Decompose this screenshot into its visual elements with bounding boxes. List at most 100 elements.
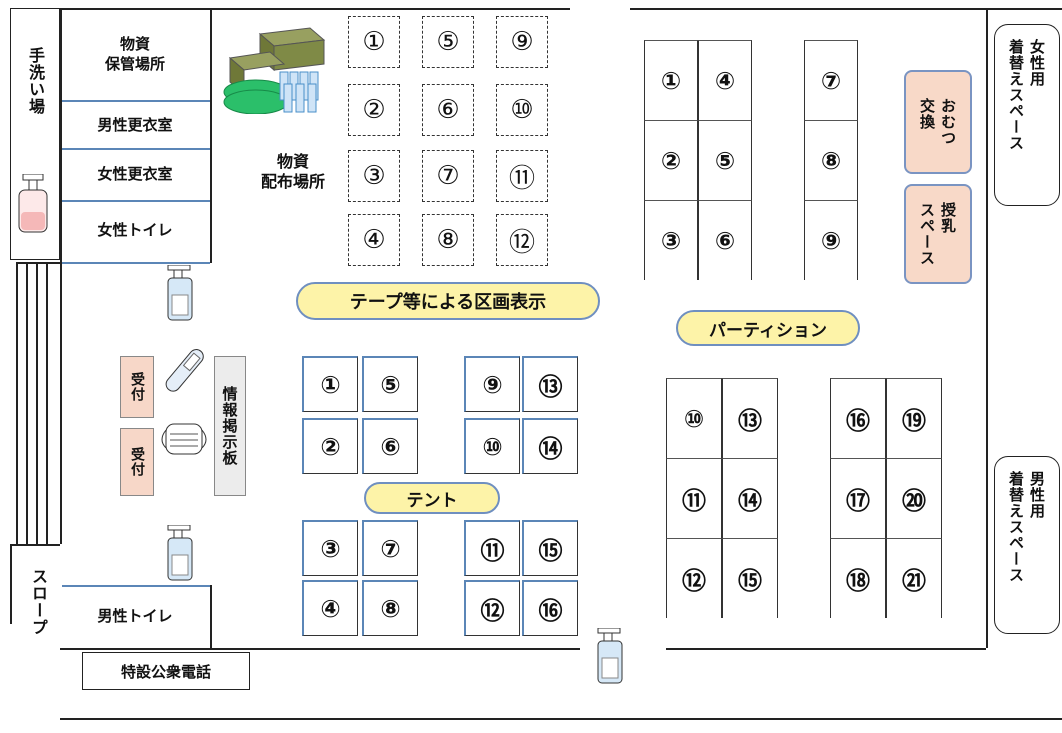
partition-cell: ⑪: [666, 458, 722, 538]
divider-3: [62, 200, 210, 202]
tent-cell: ⑫: [464, 580, 520, 636]
sanitizer-icon: [167, 525, 193, 581]
tent-cell: ②: [302, 418, 358, 474]
partition-cell: ①: [644, 40, 698, 120]
partition-cell: ④: [698, 40, 752, 120]
partition-cell: ⑮: [722, 538, 778, 618]
female-toilet-label: 女性トイレ: [97, 221, 173, 239]
distribution-label: 物資 配布場所: [260, 152, 325, 191]
pillar-1: [16, 262, 18, 544]
wall-left: [60, 8, 62, 263]
tent-cell: ⑧: [362, 580, 418, 636]
partition-cell: ⑩: [666, 378, 722, 458]
tent-cell: ④: [302, 580, 358, 636]
partition-cell: ⑳: [886, 458, 942, 538]
diaper-change-space: おむつ 交換: [904, 70, 972, 174]
tent-cell: ⑮: [522, 520, 578, 576]
tent-cell: ⑩: [464, 418, 520, 474]
male-dressing-space: 男性用 着替えスペース: [994, 456, 1060, 634]
partition-cell: ⑫: [666, 538, 722, 618]
supply-cell: ⑨: [496, 16, 548, 68]
partition-cell: ⑤: [698, 120, 752, 200]
partition-cell: ⑬: [722, 378, 778, 458]
tent-cell: ⑦: [362, 520, 418, 576]
wall-inner: [210, 8, 212, 263]
female-changing-label: 女性更衣室: [97, 165, 173, 183]
partition-label: パーティション: [676, 310, 860, 346]
supply-cell: ⑥: [422, 84, 474, 136]
road-line: [60, 718, 1062, 720]
reception-desk-2: 受付: [120, 428, 154, 496]
tape-section-label: テープ等による区画表示: [296, 282, 600, 320]
tent-cell: ⑬: [522, 356, 578, 412]
supply-cell: ⑪: [496, 150, 548, 202]
pillar-4: [46, 262, 48, 544]
female-dressing-label: 女性用 着替えスペース: [1007, 39, 1046, 151]
pillar-2: [26, 262, 28, 544]
supply-cell: ⑧: [422, 214, 474, 266]
male-changing-label: 男性更衣室: [97, 116, 173, 134]
partition-cell: ⑧: [804, 120, 858, 200]
sanitizer-icon: [167, 265, 193, 321]
supply-storage-label: 物資 保管場所: [104, 35, 165, 73]
handwash-area: 手洗い場: [10, 8, 60, 260]
supply-cell: ①: [348, 16, 400, 68]
partition-cell: ②: [644, 120, 698, 200]
partition-cell: ⑲: [886, 378, 942, 458]
wall-top-right: [630, 8, 1062, 10]
wall-bottom-right: [666, 648, 986, 650]
partition-cell: ⑦: [804, 40, 858, 120]
tent-cell: ③: [302, 520, 358, 576]
reception-desk-1: 受付: [120, 356, 154, 418]
tent-cell: ①: [302, 356, 358, 412]
pillar-5: [60, 262, 62, 544]
partition-cell: ⑯: [830, 378, 886, 458]
male-dressing-label: 男性用 着替えスペース: [1007, 471, 1046, 583]
partition-cell: ③: [644, 200, 698, 280]
supply-cell: ⑫: [496, 214, 548, 266]
supply-cell: ⑦: [422, 150, 474, 202]
bulletin-board: 情報掲示板: [214, 356, 246, 496]
pillar-top: [16, 262, 62, 264]
supply-cell: ③: [348, 150, 400, 202]
male-toilet-top: [62, 585, 210, 587]
tent-cell: ⑪: [464, 520, 520, 576]
divider-4: [62, 262, 210, 264]
tent-cell: ⑥: [362, 418, 418, 474]
divider-1: [62, 100, 210, 102]
partition-cell: ⑥: [698, 200, 752, 280]
mask-icon: [161, 423, 207, 455]
tent-cell: ⑨: [464, 356, 520, 412]
partition-cell: ⑰: [830, 458, 886, 538]
wall-bottom-left: [60, 648, 580, 650]
nursing-label: 授乳 スペース: [918, 202, 957, 266]
tent-cell: ⑯: [522, 580, 578, 636]
slope-label: スロープ: [29, 568, 48, 636]
supply-cell: ⑤: [422, 16, 474, 68]
tent-label: テント: [364, 482, 500, 514]
partition-cell: ㉑: [886, 538, 942, 618]
partition-cell: ⑨: [804, 200, 858, 280]
supply-cell: ②: [348, 84, 400, 136]
supply-cell: ⑩: [496, 84, 548, 136]
thermometer-icon: [165, 349, 204, 392]
partition-cell: ⑭: [722, 458, 778, 538]
male-toilet-wall: [210, 585, 212, 648]
male-toilet-label: 男性トイレ: [97, 607, 173, 625]
wall-top-left: [60, 8, 570, 10]
sanitizer-icon: [18, 174, 48, 233]
diaper-label: おむつ 交換: [918, 98, 957, 146]
sanitizer-icon: [597, 628, 623, 684]
tent-cell: ⑭: [522, 418, 578, 474]
partition-cell: ⑱: [830, 538, 886, 618]
supply-boxes-icon: [223, 27, 326, 114]
divider-2: [62, 148, 210, 150]
slope-top: [10, 544, 60, 546]
female-dressing-space: 女性用 着替えスペース: [994, 24, 1060, 206]
handwash-label: 手洗い場: [26, 47, 45, 115]
pillar-3: [36, 262, 38, 544]
wall-right: [986, 8, 988, 648]
supply-cell: ④: [348, 214, 400, 266]
nursing-space: 授乳 スペース: [904, 184, 972, 284]
slope-wall: [10, 544, 12, 624]
